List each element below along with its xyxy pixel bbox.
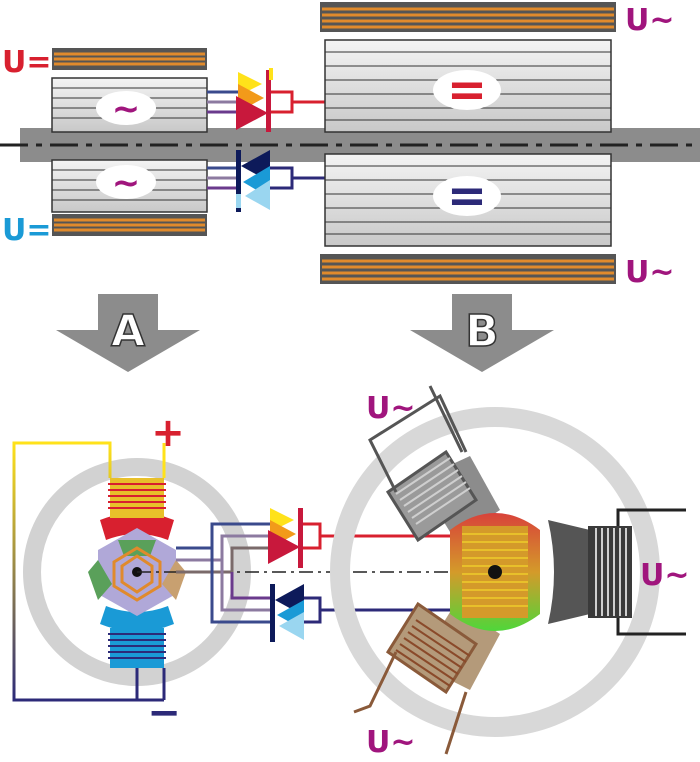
- main-rotor-top-symbol: =: [447, 62, 487, 118]
- main-stator-winding-bottom: [320, 254, 616, 284]
- minus-terminal: −: [147, 690, 181, 736]
- main-rotor-stack-top: [324, 39, 612, 133]
- ac-voltage-label-mid: U~: [625, 255, 675, 290]
- rectifier-wiring-bottom: [207, 166, 325, 190]
- ac-voltage-label-b-top: U~: [366, 391, 416, 426]
- arrow-a: [56, 294, 200, 372]
- rectifier-wiring-top: [207, 90, 325, 114]
- arrow-b: [410, 294, 554, 372]
- dc-voltage-label-bottom: U=: [2, 213, 52, 248]
- dc-voltage-label-top: U=: [2, 45, 52, 80]
- ac-voltage-label-top: U~: [625, 3, 675, 38]
- main-machine-cross-section-b: [330, 385, 686, 755]
- arrow-a-label: A: [111, 306, 145, 357]
- small-rotor-stack-bottom: [51, 159, 208, 213]
- main-rotor-bottom-symbol: =: [447, 168, 487, 224]
- positive-diode-bridge-lower: [268, 508, 303, 568]
- small-rotor-bottom-symbol: ~: [112, 163, 141, 203]
- positive-diode-bridge: [236, 68, 273, 132]
- main-rotor-stack-bottom: [324, 153, 612, 247]
- main-stator-winding-top: [320, 2, 616, 32]
- negative-diode-bridge-lower: [270, 584, 304, 642]
- small-stator-winding-bottom: [52, 214, 207, 236]
- arrow-b-label: B: [465, 306, 499, 357]
- small-rotor-top-symbol: ~: [112, 89, 141, 129]
- ac-voltage-label-b-bottom: U~: [366, 725, 416, 760]
- negative-diode-bridge: [236, 150, 270, 212]
- ac-voltage-label-b-right: U~: [640, 558, 690, 593]
- plus-terminal: +: [151, 410, 185, 456]
- small-stator-winding-top: [52, 48, 207, 70]
- small-rotor-stack-top: [51, 77, 208, 133]
